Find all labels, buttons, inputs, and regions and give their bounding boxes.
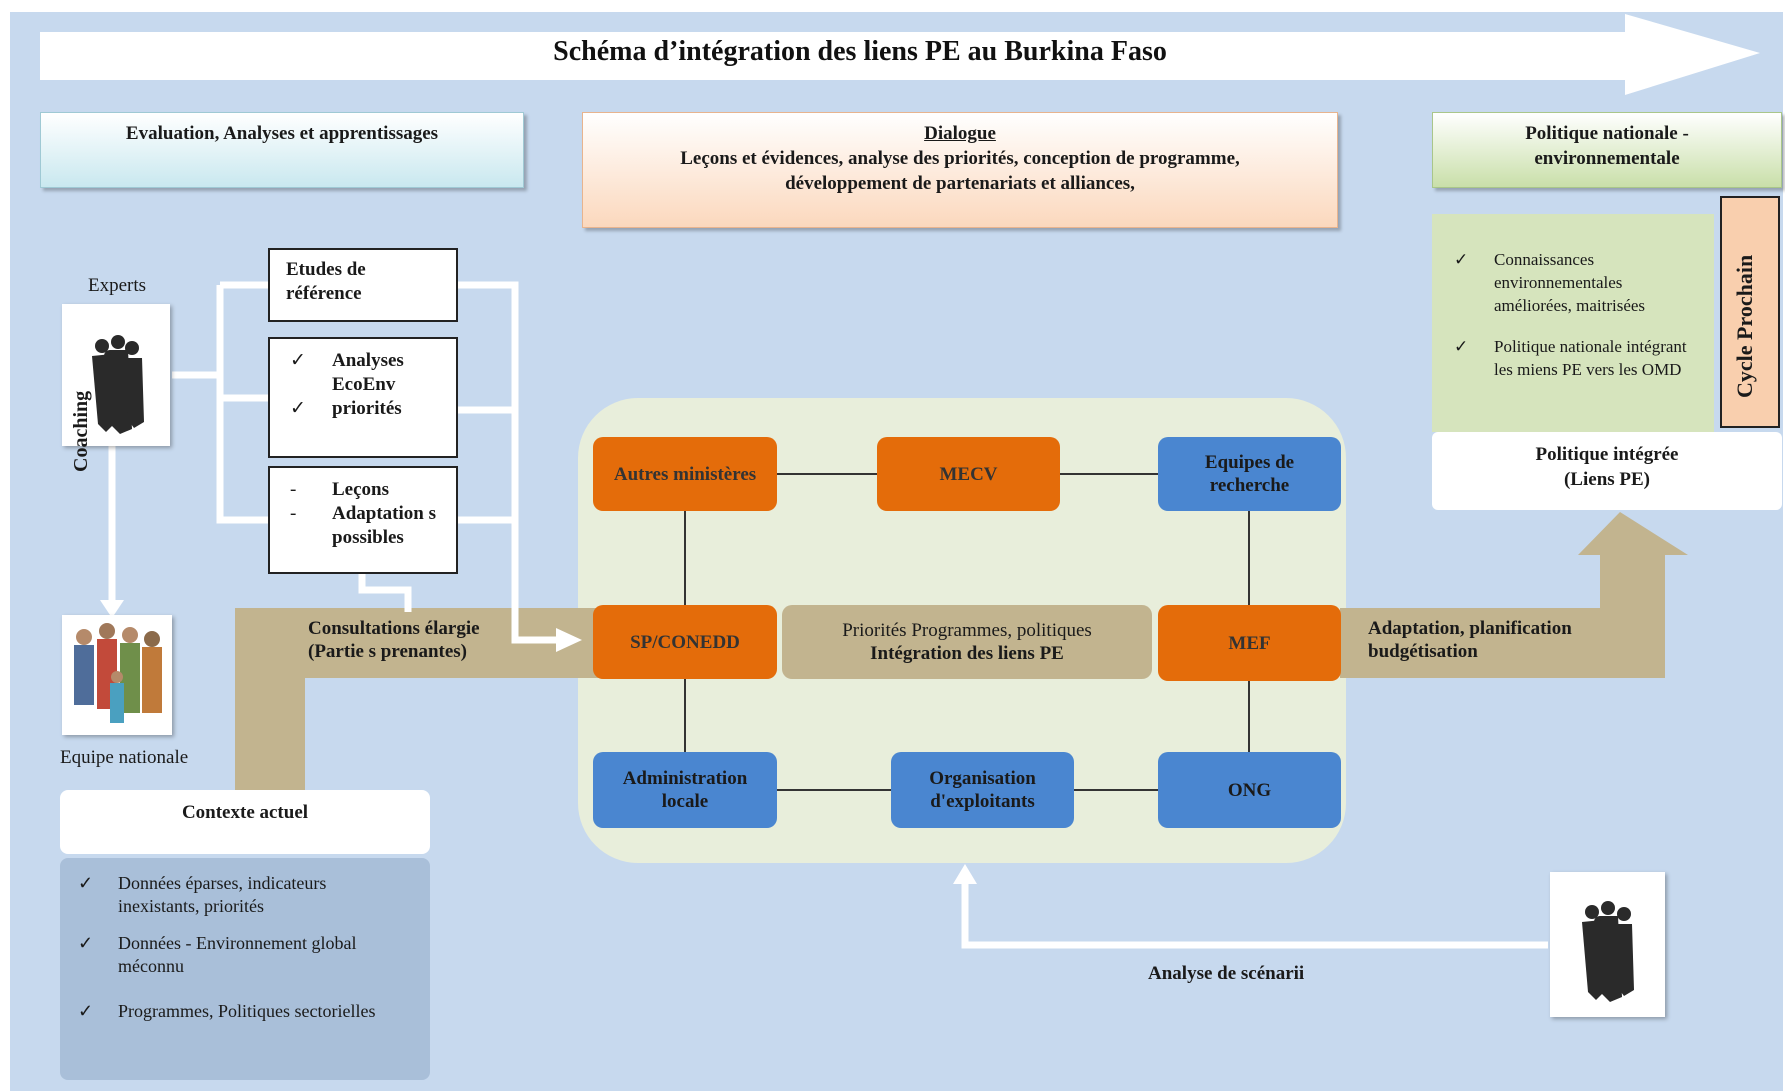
contexte-item: ✓Données - Environnement global méconnu xyxy=(78,933,357,976)
politique-header: Politique nationale - environnementale xyxy=(1432,112,1782,188)
consultations-label: Consultations élargie (Partie s prenante… xyxy=(308,618,480,662)
contexte-title-box: Contexte actuel xyxy=(60,790,430,854)
node-equipes-recherche: Equipes de recherche xyxy=(1158,437,1341,511)
equipe-nationale-label: Equipe nationale xyxy=(60,747,189,768)
etudes-box: Etudes de référence xyxy=(268,248,458,322)
scenarii-experts-photo xyxy=(1550,872,1665,1017)
lecons-item: - Adaptation s possibles xyxy=(290,503,436,548)
lecons-connector xyxy=(358,570,412,612)
adaptation-label: Adaptation, planification budgétisation xyxy=(1368,618,1572,662)
contexte-list: ✓Données éparses, indicateurs inexistant… xyxy=(78,872,412,1023)
scenarii-label: Analyse de scénarii xyxy=(1148,963,1305,984)
dash-icon: - xyxy=(290,503,297,524)
scenarii-arrowhead xyxy=(953,864,977,884)
knowledge-item: ✓Politique nationale intégrant les miens… xyxy=(1454,337,1687,379)
scenarii-connector xyxy=(961,882,1548,949)
analyses-box: ✓ Analyses EcoEnv ✓ priorités xyxy=(268,337,458,458)
center-priorities-line2: Intégration des liens PE xyxy=(870,643,1064,664)
politique-integree-box: Politique intégrée (Liens PE) xyxy=(1432,432,1782,510)
dialogue-title: Dialogue xyxy=(924,123,996,144)
analyses-item: ✓ priorités xyxy=(290,398,402,419)
equipe-nationale-photo xyxy=(62,615,172,735)
knowledge-list: ✓Connaissances environnementales amélior… xyxy=(1454,248,1702,381)
check-icon: ✓ xyxy=(78,873,94,893)
node-administration-locale: Administration locale xyxy=(593,752,777,828)
lecons-item: - Leçons xyxy=(290,479,389,500)
center-priorities-line1: Priorités Programmes, politiques xyxy=(842,620,1092,641)
politique-header-line2: environnementale xyxy=(1534,148,1680,169)
lecons-box: - Leçons - Adaptation s possibles xyxy=(268,466,458,574)
experts-photo xyxy=(62,304,170,446)
cycle-prochain-label: Cycle Prochain xyxy=(1732,254,1757,398)
center-priorities-box: Priorités Programmes, politiques Intégra… xyxy=(782,605,1152,679)
node-autres-ministeres: Autres ministères xyxy=(593,437,777,511)
analyses-item: ✓ Analyses EcoEnv xyxy=(290,350,404,395)
adaptation-flow-arrow xyxy=(1340,512,1688,678)
node-ong: ONG xyxy=(1158,752,1341,828)
experts-branch-connector xyxy=(216,281,270,524)
node-sp-conedd: SP/CONEDD xyxy=(593,605,777,679)
diagram-title: Schéma d’intégration des liens PE au Bur… xyxy=(553,36,1167,67)
check-icon: ✓ xyxy=(78,933,94,953)
center-input-arrowhead xyxy=(556,628,582,652)
check-icon: ✓ xyxy=(78,1001,94,1021)
coaching-label: Coaching xyxy=(70,390,92,472)
node-organisation-exploitants: Organisation d'exploitants xyxy=(891,752,1074,828)
knowledge-item: ✓Connaissances environnementales amélior… xyxy=(1454,250,1646,315)
node-mef: MEF xyxy=(1158,605,1341,681)
check-icon: ✓ xyxy=(1454,337,1469,356)
cycle-prochain-box: Cycle Prochain xyxy=(1720,196,1780,428)
experts-group-image xyxy=(92,335,144,434)
politique-header-line1: Politique nationale - xyxy=(1525,123,1689,144)
evaluation-header: Evaluation, Analyses et apprentissages xyxy=(40,112,524,188)
check-icon: ✓ xyxy=(1454,250,1469,269)
check-icon: ✓ xyxy=(290,350,306,371)
coaching-arrowhead xyxy=(100,600,124,618)
contexte-item: ✓Données éparses, indicateurs inexistant… xyxy=(78,873,327,916)
node-mecv: MECV xyxy=(877,437,1060,511)
experts-label: Experts xyxy=(88,275,147,296)
contexte-item: ✓Programmes, Politiques sectorielles xyxy=(78,1001,376,1021)
dash-icon: - xyxy=(290,479,297,500)
title-banner-arrow xyxy=(40,14,1760,95)
consultation-flow-arrow xyxy=(235,608,600,790)
contexte-list-box: ✓Données éparses, indicateurs inexistant… xyxy=(60,858,430,1080)
people-group-image xyxy=(74,623,162,723)
experts-group-image xyxy=(1582,901,1634,1002)
dialogue-header: Dialogue Leçons et évidences, analyse de… xyxy=(582,112,1338,228)
dialogue-text: Leçons et évidences, analyse des priorit… xyxy=(680,148,1240,194)
check-icon: ✓ xyxy=(290,398,306,419)
boxes-to-center-connector xyxy=(457,281,560,644)
knowledge-box: ✓Connaissances environnementales amélior… xyxy=(1432,214,1714,432)
